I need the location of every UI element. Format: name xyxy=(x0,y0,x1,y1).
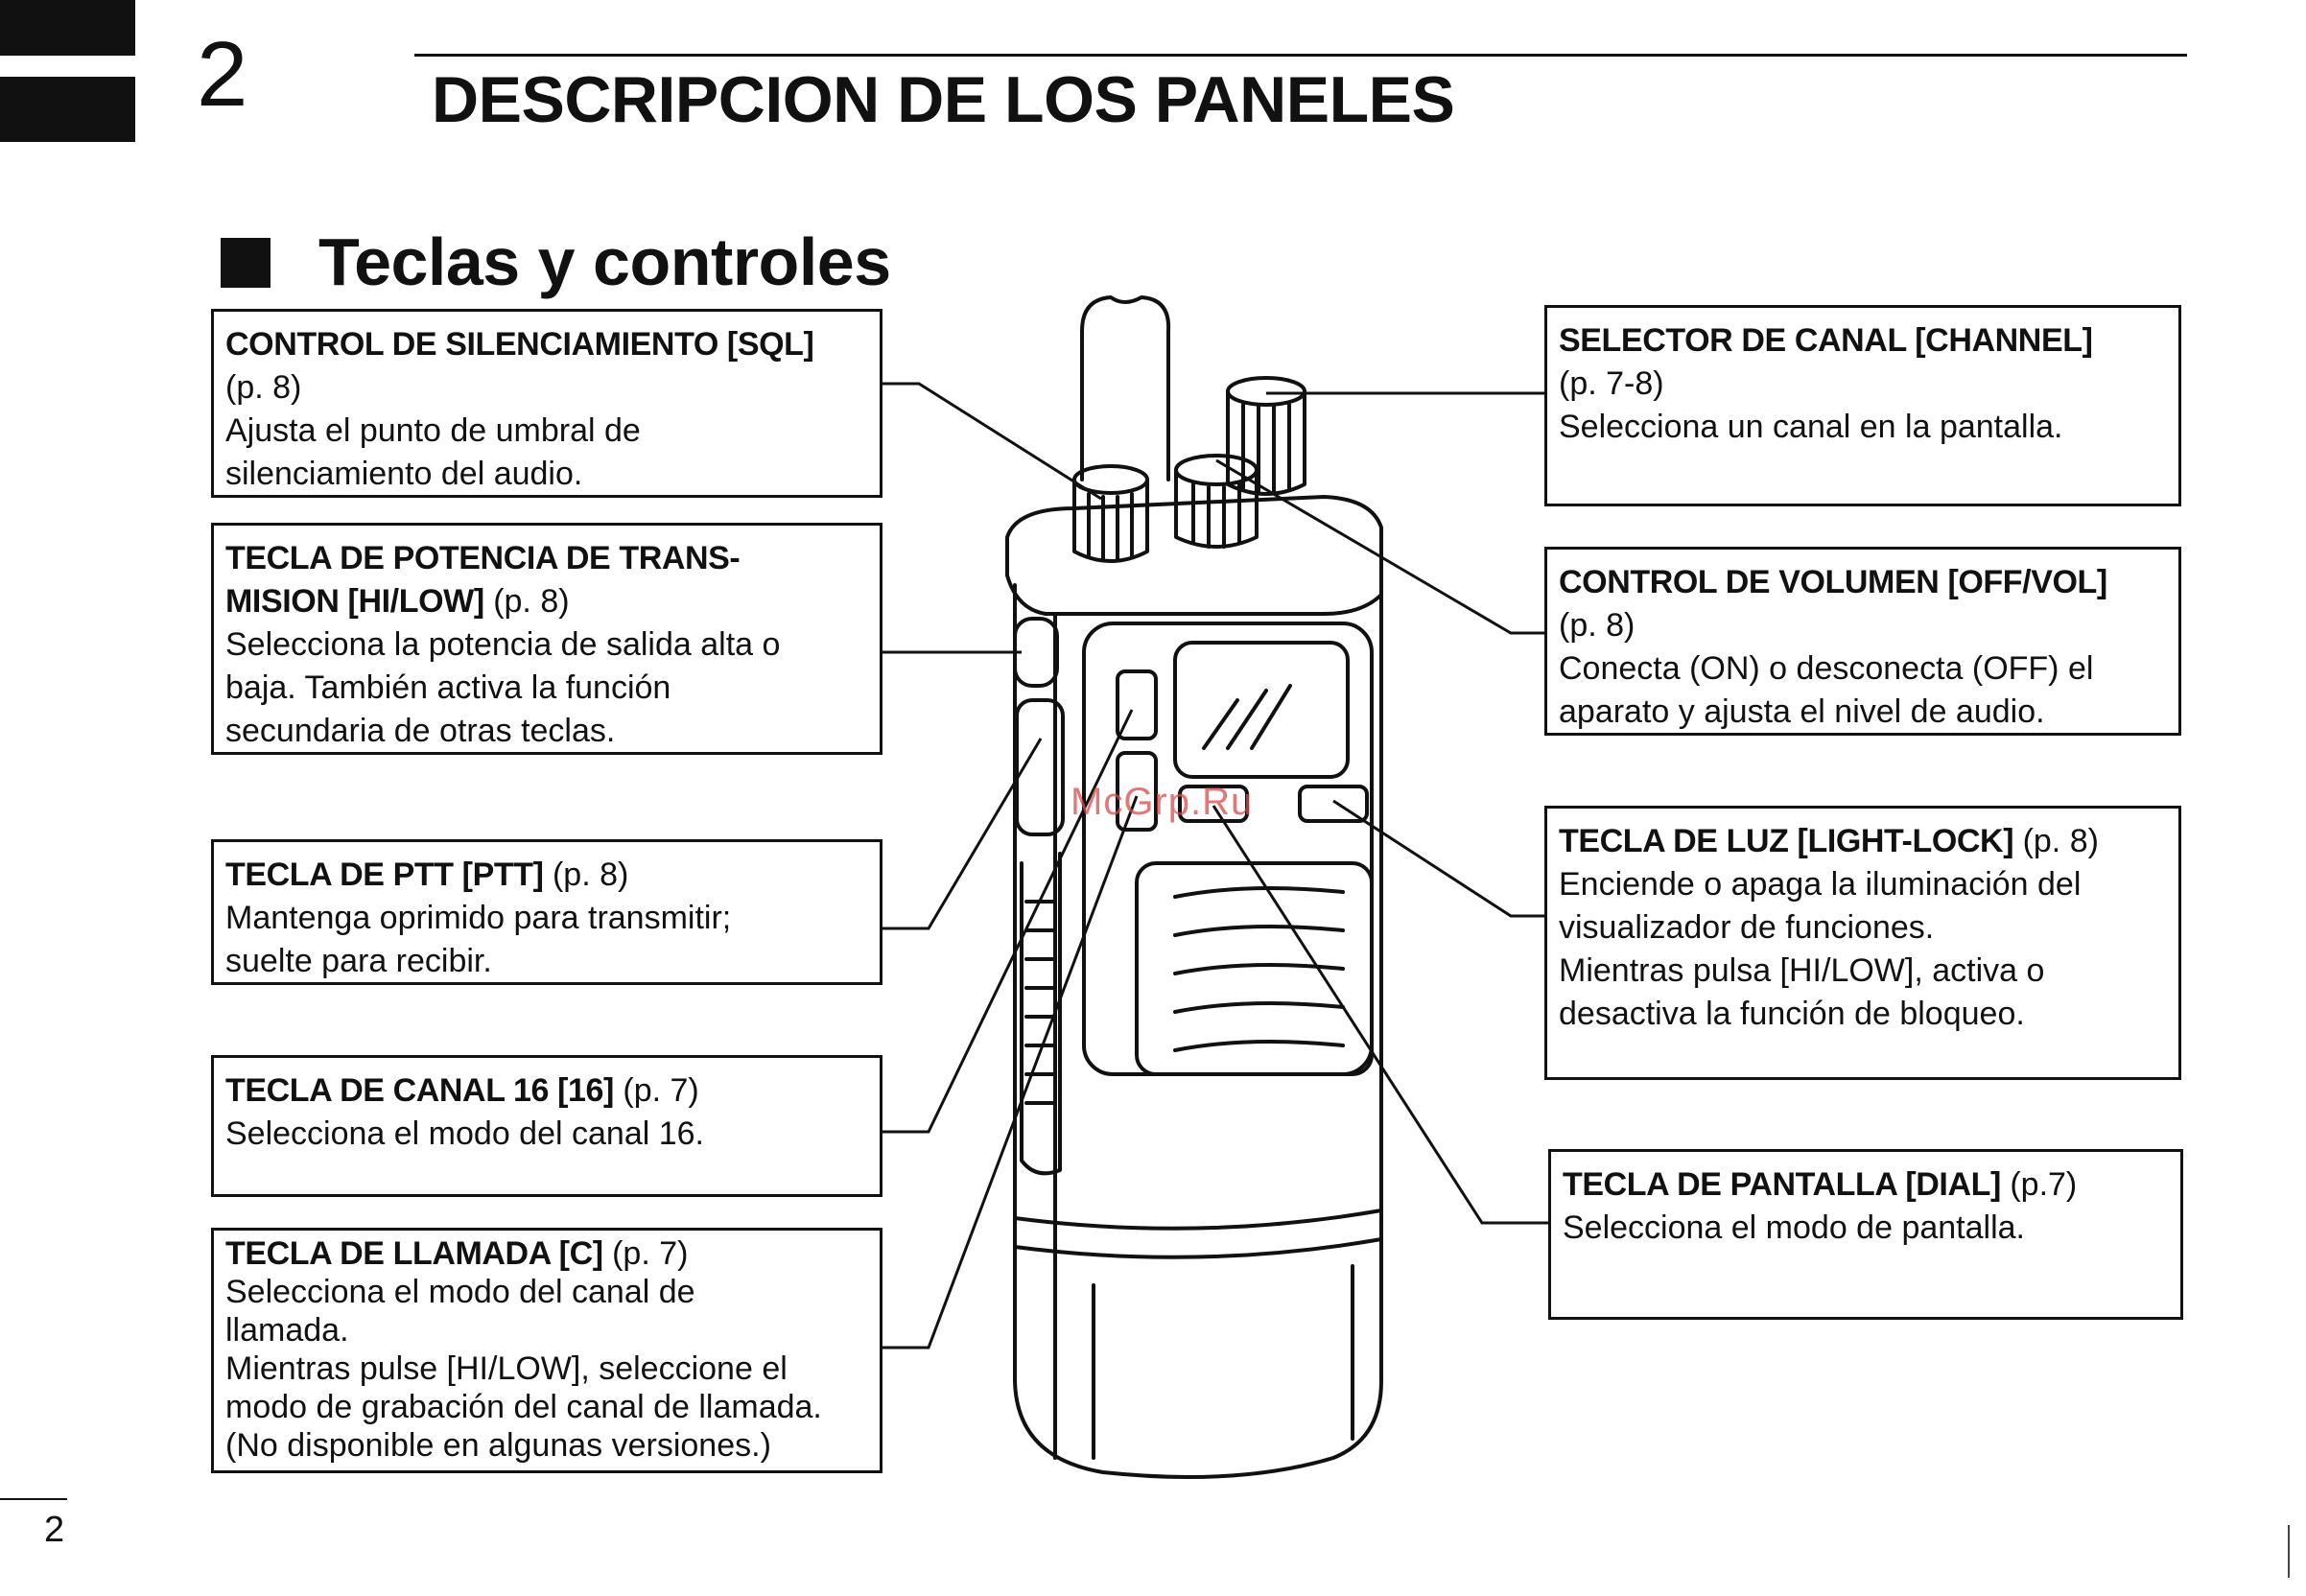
callout-sql-title: CONTROL DE SILENCIAMIENTO [SQL] xyxy=(225,326,814,363)
callout-ch16-title: TECLA DE CANAL 16 [16] xyxy=(225,1072,614,1109)
callout-volume: CONTROL DE VOLUMEN [OFF/VOL] (p. 8) Cone… xyxy=(1544,547,2181,736)
chapter-tab-mark-top xyxy=(0,0,135,56)
callout-light: TECLA DE LUZ [LIGHT-LOCK] (p. 8) Enciend… xyxy=(1544,806,2181,1080)
call-key xyxy=(1116,751,1158,832)
callout-call-title: TECLA DE LLAMADA [C] xyxy=(225,1235,603,1272)
callout-sql-line: Ajusta el punto de umbral de xyxy=(225,412,641,449)
leader-light xyxy=(1332,799,1544,918)
footer-rule xyxy=(0,1498,67,1500)
callout-call-line: Selecciona el modo del canal de xyxy=(225,1274,695,1310)
callout-hilow-ref: (p. 8) xyxy=(483,583,570,620)
callout-hilow-line: secundaria de otras teclas. xyxy=(225,713,616,749)
callout-sql-ref: (p. 8) xyxy=(225,369,302,406)
callout-light-ref: (p. 8) xyxy=(2013,823,2099,859)
section-title: Teclas y controles xyxy=(318,224,891,299)
header-rule xyxy=(414,54,2187,57)
callout-sql-line: silenciamiento del audio. xyxy=(225,456,583,492)
leader-call xyxy=(881,795,1139,1350)
callout-call: TECLA DE LLAMADA [C] (p. 7) Selecciona e… xyxy=(211,1228,882,1473)
callout-dial-ref: (p.7) xyxy=(2000,1166,2078,1203)
page-number: 2 xyxy=(44,1510,65,1550)
leader-dial xyxy=(1212,805,1549,1225)
edge-mark xyxy=(2288,1525,2290,1578)
page-title: DESCRIPCION DE LOS PANELES xyxy=(432,63,1455,136)
callout-call-line: Mientras pulse [HI/LOW], seleccione el xyxy=(225,1350,788,1387)
callout-light-line: desactiva la función de bloqueo. xyxy=(1559,996,2025,1032)
callout-call-line: llamada. xyxy=(225,1312,349,1349)
callout-channel-line: Selecciona un canal en la pantalla. xyxy=(1559,409,2063,445)
callout-dial: TECLA DE PANTALLA [DIAL] (p.7) Seleccion… xyxy=(1548,1149,2183,1320)
callout-hilow: TECLA DE POTENCIA DE TRANS- MISION [HI/L… xyxy=(211,523,882,755)
light-key xyxy=(1298,785,1369,823)
callout-volume-line: aparato y ajusta el nivel de audio. xyxy=(1559,693,2045,730)
callout-light-line: Mientras pulsa [HI/LOW], activa o xyxy=(1559,952,2045,989)
callout-channel-ref: (p. 7-8) xyxy=(1559,365,1664,402)
callout-ch16: TECLA DE CANAL 16 [16] (p. 7) Selecciona… xyxy=(211,1055,882,1197)
callout-hilow-title-1: TECLA DE POTENCIA DE TRANS- xyxy=(225,540,741,576)
callout-call-ref: (p. 7) xyxy=(602,1235,689,1272)
radio-body xyxy=(1013,583,1383,1479)
callout-channel: SELECTOR DE CANAL [CHANNEL] (p. 7-8) Sel… xyxy=(1544,305,2181,506)
callout-ptt: TECLA DE PTT [PTT] (p. 8) Mantenga oprim… xyxy=(211,839,882,985)
leader-ptt xyxy=(881,738,1043,930)
callout-dial-line: Selecciona el modo de pantalla. xyxy=(1563,1209,2025,1246)
sql-knob xyxy=(1072,464,1149,563)
callout-ch16-line: Selecciona el modo del canal 16. xyxy=(225,1115,704,1152)
section-bullet-icon xyxy=(221,238,271,288)
callout-ptt-line: Mantenga oprimido para transmitir; xyxy=(225,900,732,936)
callout-volume-line: Conecta (ON) o desconecta (OFF) el xyxy=(1559,650,2094,687)
antenna xyxy=(1080,295,1171,481)
callout-hilow-line: Selecciona la potencia de salida alta o xyxy=(225,626,781,663)
callout-hilow-title-2: MISION [HI/LOW] xyxy=(225,583,484,620)
callout-light-line: visualizador de funciones. xyxy=(1559,909,1935,946)
callout-volume-ref: (p. 8) xyxy=(1559,607,1635,644)
callout-ch16-ref: (p. 7) xyxy=(613,1072,699,1109)
display-window xyxy=(1173,641,1350,779)
radio-top-cap xyxy=(1005,495,1383,616)
dial-key xyxy=(1178,785,1249,823)
callout-ptt-title: TECLA DE PTT [PTT] xyxy=(225,857,544,893)
watermark: McGrp.Ru xyxy=(1071,781,1254,823)
callout-ptt-ref: (p. 8) xyxy=(543,857,629,893)
ch16-key xyxy=(1116,669,1158,740)
chapter-number: 2 xyxy=(197,23,248,126)
front-speaker-grill xyxy=(1135,861,1374,1076)
side-speaker-grill xyxy=(1015,698,1065,836)
leader-volume xyxy=(1215,458,1544,635)
channel-knob xyxy=(1226,376,1306,496)
leader-ch16 xyxy=(881,709,1134,1134)
callout-call-line: (No disponible en algunas versiones.) xyxy=(225,1427,771,1464)
callout-volume-title: CONTROL DE VOLUMEN [OFF/VOL] xyxy=(1559,564,2107,600)
leader-sql xyxy=(881,382,1102,501)
chapter-tab-mark-bottom xyxy=(0,77,135,142)
callout-dial-title: TECLA DE PANTALLA [DIAL] xyxy=(1563,1166,2001,1203)
callout-ptt-line: suelte para recibir. xyxy=(225,943,492,979)
callout-light-title: TECLA DE LUZ [LIGHT-LOCK] xyxy=(1559,823,2014,859)
callout-channel-title: SELECTOR DE CANAL [CHANNEL] xyxy=(1559,322,2093,359)
callout-hilow-line: baja. También activa la función xyxy=(225,669,671,706)
callout-light-line: Enciende o apaga la iluminación del xyxy=(1559,866,2082,903)
callout-call-line: modo de grabación del canal de llamada. xyxy=(225,1389,822,1425)
callout-sql: CONTROL DE SILENCIAMIENTO [SQL] (p. 8) A… xyxy=(211,309,882,498)
